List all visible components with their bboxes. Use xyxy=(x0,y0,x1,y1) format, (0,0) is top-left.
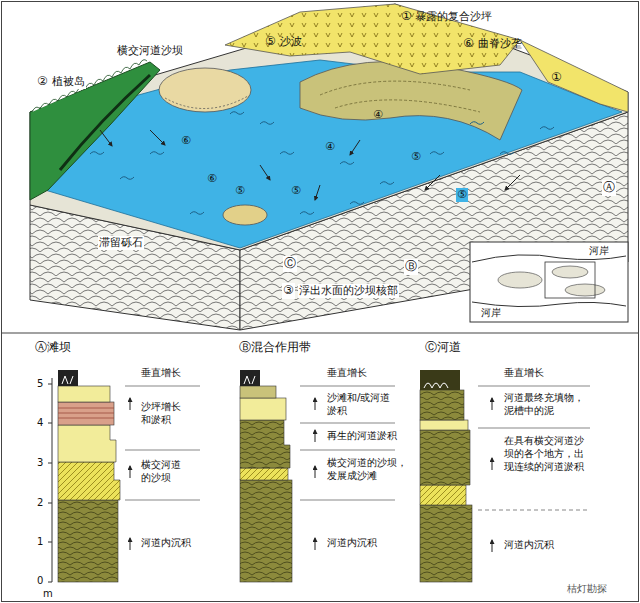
callout-number: ① xyxy=(400,9,413,25)
section-letter: Ⓐ xyxy=(602,180,616,196)
scale-number: 1 xyxy=(36,535,44,548)
callout-number: ⑥ xyxy=(180,134,192,148)
callout-number: ⑤ xyxy=(410,150,422,164)
scale-unit: m xyxy=(42,587,54,600)
facies-note: 垂直增长 xyxy=(140,366,182,379)
callout-number: ⑥ xyxy=(462,36,475,52)
scale-number: 2 xyxy=(36,496,44,509)
callout-number: ⑤ xyxy=(456,188,468,202)
part-label: 植被岛 xyxy=(51,75,86,89)
facies-note: 垂直增长 xyxy=(503,366,545,379)
facies-note: 沙滩和/或河道淤积 xyxy=(326,391,394,417)
facies-note: 沙坪增长和淤积 xyxy=(140,400,188,426)
section-letter: Ⓒ xyxy=(283,256,297,272)
facies-note: 横交河道的沙坝 xyxy=(140,458,188,484)
callout-number: ④ xyxy=(372,108,384,122)
part-label: 曲脊沙垄 xyxy=(477,37,523,51)
callout-number: ⑤ xyxy=(264,34,277,50)
facies-note: 河道内沉积 xyxy=(140,536,192,549)
part-label: 横交河道沙坝 xyxy=(116,44,184,58)
callout-number: ② xyxy=(36,74,49,90)
scale-number: 0 xyxy=(36,574,44,587)
column-title: Ⓑ混合作用带 xyxy=(238,340,312,356)
callout-number: ① xyxy=(550,70,563,86)
callout-number: ⑤ xyxy=(234,184,246,198)
callout-number: ④ xyxy=(324,140,336,154)
inset-label: 河岸 xyxy=(588,244,610,257)
facies-note: 在具有横交河道沙坝的各个地方，出现连续的河道淤积 xyxy=(503,434,591,473)
facies-note: 横交河道的沙坝，发展成沙滩 xyxy=(326,456,412,482)
column-title: Ⓐ滩坝 xyxy=(34,340,72,356)
facies-note: 再生的河道淤积 xyxy=(326,429,398,442)
part-label: 浮出水面的沙坝核部 xyxy=(298,284,399,298)
part-label: 暴露的复合沙坪 xyxy=(414,10,493,24)
callout-number: ⑤ xyxy=(290,184,302,198)
column-title: Ⓒ河道 xyxy=(424,340,462,356)
section-letter: Ⓑ xyxy=(404,259,418,275)
part-label: 滞留砾石 xyxy=(98,236,144,250)
inset-label: 河岸 xyxy=(480,306,502,319)
scale-number: 4 xyxy=(36,416,44,429)
facies-note: 垂直增长 xyxy=(326,366,368,379)
callout-number: ③ xyxy=(282,283,295,299)
part-label: 沙波 xyxy=(279,35,303,49)
callout-number: ⑥ xyxy=(206,172,218,186)
scale-number: 5 xyxy=(36,377,44,390)
scale-number: 3 xyxy=(36,456,44,469)
facies-note: 河道内沉积 xyxy=(503,538,555,551)
watermark: 桔灯勘探 xyxy=(566,582,608,595)
facies-note: 河道最终充填物，泥槽中的泥 xyxy=(503,391,591,417)
facies-note: 河道内沉积 xyxy=(326,536,378,549)
